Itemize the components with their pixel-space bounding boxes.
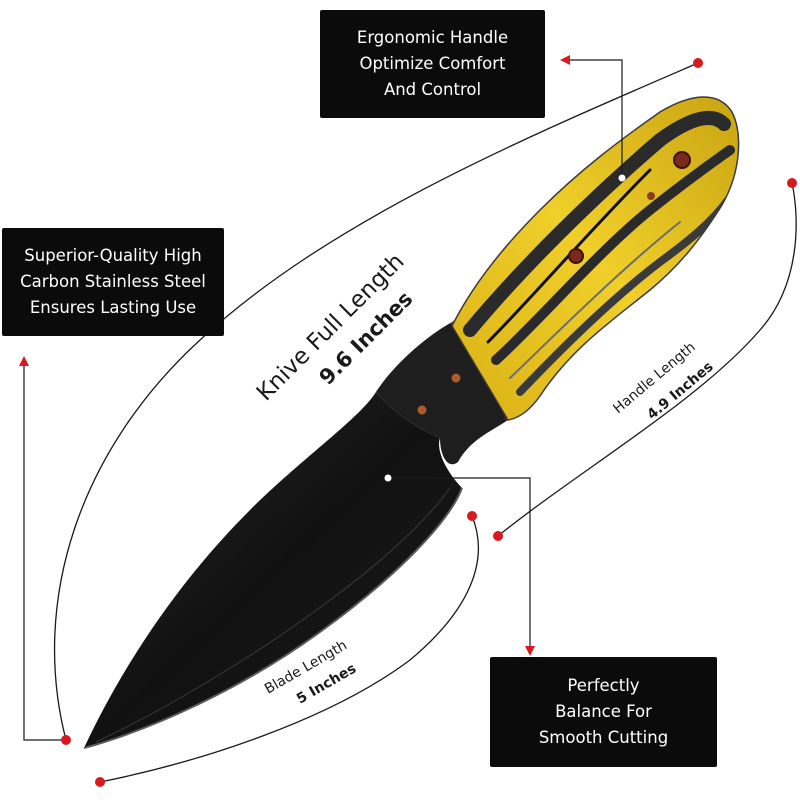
knife-handle (451, 96, 740, 421)
callout-line: And Control (383, 80, 482, 99)
handle-length-bottom-dot (493, 531, 503, 541)
steel-callout-connector (23, 362, 66, 741)
callout-line: Carbon Stainless Steel (20, 272, 206, 291)
balance-callout-connector (388, 477, 531, 648)
blade-anchor-dot (384, 474, 392, 482)
connector-arrows (19, 55, 570, 656)
handle-lanyard-hole (673, 151, 691, 169)
anchor-dots (384, 174, 626, 482)
handle-anchor-dot (618, 174, 626, 182)
arrow-steel-callout (19, 356, 29, 366)
knife-blade (83, 392, 463, 749)
rivet-2 (417, 405, 427, 415)
handle-length-top-dot (787, 178, 797, 188)
callout-line: Perfectly (567, 676, 640, 695)
handle-rivet-low (568, 248, 584, 264)
handle-rivet-mid (647, 192, 655, 200)
handle-length-guide (497, 182, 797, 537)
callout-line: Superior-Quality High (24, 246, 202, 265)
full-length-end-dot (693, 58, 703, 68)
callout-connectors (23, 59, 623, 741)
ergonomic-handle-callout: Ergonomic Handle Optimize Comfort And Co… (320, 10, 545, 118)
callout-line: Balance For (555, 702, 652, 721)
endpoint-dots (61, 58, 797, 787)
arrow-handle-callout (560, 55, 570, 65)
balance-callout: Perfectly Balance For Smooth Cutting (490, 657, 717, 767)
full-length-start-dot (61, 735, 71, 745)
callout-line: Optimize Comfort (359, 54, 506, 73)
arrow-balance-callout (525, 646, 535, 656)
rivet-1 (451, 373, 461, 383)
callout-line: Smooth Cutting (538, 728, 669, 747)
handle-callout-connector (566, 59, 623, 178)
blade-length-top-dot (467, 511, 477, 521)
callout-line: Ergonomic Handle (356, 28, 509, 47)
blade-length-guide (99, 515, 479, 783)
blade-length-bottom-dot (95, 777, 105, 787)
callout-line: Ensures Lasting Use (29, 298, 197, 317)
stainless-steel-callout: Superior-Quality High Carbon Stainless S… (2, 228, 224, 336)
